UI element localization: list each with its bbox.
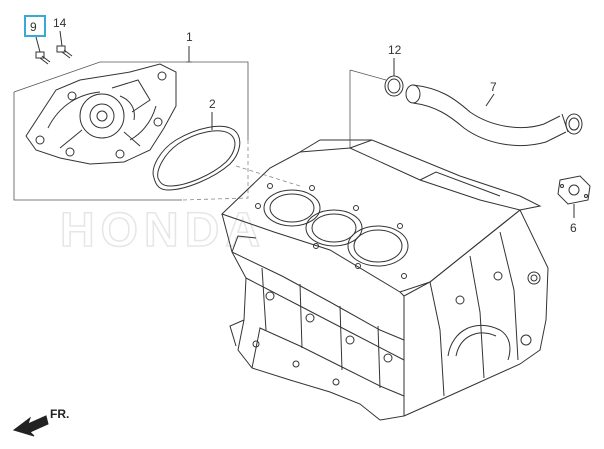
block-leader-corner [349,69,387,81]
callout-7[interactable]: 7 [490,80,497,94]
front-indicator: FR. [12,407,69,437]
callout-14[interactable]: 14 [53,16,67,30]
arrow-left-down-icon [12,415,49,437]
o-ring-part-12[interactable] [384,75,404,97]
front-label: FR. [50,407,69,421]
engine-block[interactable] [221,139,549,421]
callout-1[interactable]: 1 [186,30,193,44]
watermark-text: HONDA [60,204,266,257]
leader-lines [35,30,575,218]
callout-9[interactable]: 9 [30,20,37,34]
callout-6[interactable]: 6 [570,221,577,235]
water-pump-assembly-frame [13,61,249,201]
gasket-projection-line [235,165,301,187]
water-pipe-part-7[interactable] [405,84,583,147]
bolt-part-14[interactable] [56,45,73,59]
gasket-part-2[interactable] [152,125,241,191]
highlight-box-9[interactable] [24,15,46,37]
flange-gasket-part-6[interactable] [557,175,591,205]
callout-2[interactable]: 2 [209,97,216,111]
bolt-part-9[interactable] [35,51,51,65]
water-pump-part-1[interactable] [25,63,177,165]
callout-12[interactable]: 12 [388,43,402,57]
